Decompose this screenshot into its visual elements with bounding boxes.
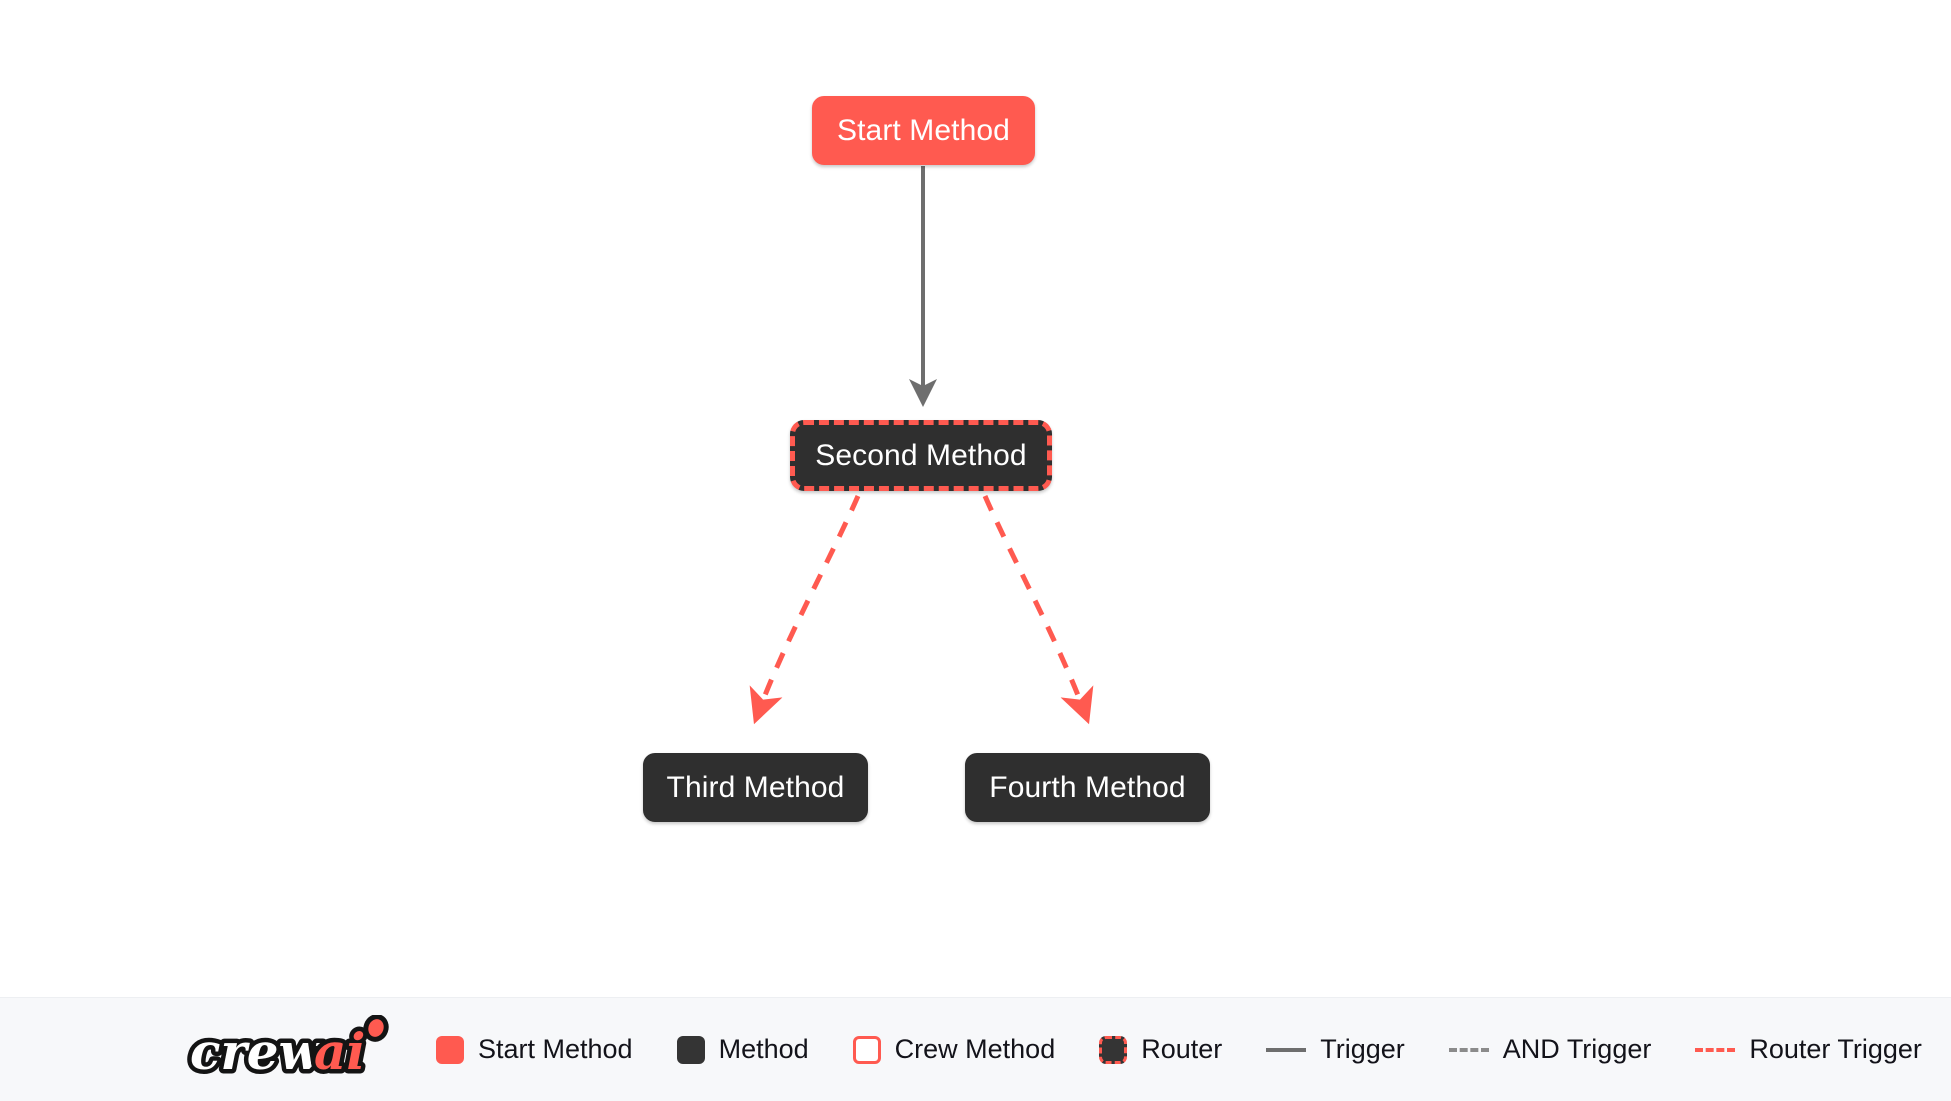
edge-second-to-third xyxy=(749,494,861,725)
node-start-method[interactable]: Start Method xyxy=(812,96,1035,165)
legend-label: Router Trigger xyxy=(1749,1034,1922,1064)
method-swatch-icon xyxy=(676,1035,705,1064)
legend-item-router-trigger: Router Trigger xyxy=(1695,1034,1922,1065)
edge-second-to-fourth xyxy=(982,494,1094,725)
and-trigger-line-icon xyxy=(1448,1047,1489,1052)
trigger-line-icon xyxy=(1266,1047,1307,1052)
node-third-method[interactable]: Third Method xyxy=(643,753,868,822)
legend-item-and-trigger: AND Trigger xyxy=(1448,1034,1652,1065)
legend-label: Router xyxy=(1141,1034,1223,1064)
crewai-logo: crew ai xyxy=(186,1014,389,1085)
legend-item-trigger: Trigger xyxy=(1266,1034,1405,1065)
crew-method-swatch-icon xyxy=(852,1035,881,1064)
node-label: Fourth Method xyxy=(989,770,1186,804)
node-fourth-method[interactable]: Fourth Method xyxy=(965,753,1210,822)
node-second-method[interactable]: Second Method xyxy=(790,420,1052,491)
legend-item-router: Router xyxy=(1099,1034,1222,1065)
node-label: Start Method xyxy=(837,113,1010,147)
legend-item-start-method: Start Method xyxy=(436,1034,633,1065)
router-swatch-icon xyxy=(1099,1035,1128,1064)
logo-text-crew: crew xyxy=(190,1022,324,1081)
legend-label: Crew Method xyxy=(894,1034,1056,1064)
logo-text-ai: ai xyxy=(314,1022,365,1081)
legend-label: Method xyxy=(718,1034,809,1064)
node-label: Third Method xyxy=(666,770,845,804)
start-method-swatch-icon xyxy=(436,1035,464,1064)
node-label: Second Method xyxy=(815,438,1027,472)
logo-dot-icon xyxy=(363,1014,389,1042)
legend-item-crew-method: Crew Method xyxy=(852,1034,1056,1065)
legend-item-method: Method xyxy=(676,1034,809,1065)
flow-canvas[interactable]: Start Method Second Method Third Method … xyxy=(0,0,1951,997)
legend-bar: crew ai Start Method Method Crew Method … xyxy=(0,997,1951,1101)
legend-label: Start Method xyxy=(478,1034,633,1064)
legend-label: AND Trigger xyxy=(1502,1034,1652,1064)
router-trigger-line-icon xyxy=(1695,1047,1736,1052)
legend-label: Trigger xyxy=(1320,1034,1405,1064)
